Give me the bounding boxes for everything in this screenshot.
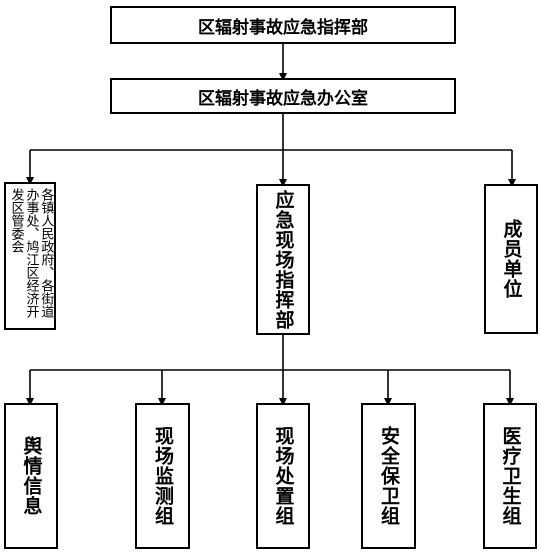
- group-label-1: 舆情信息: [20, 436, 43, 516]
- office-label: 区辐射事故应急办公室: [198, 88, 368, 109]
- command-label: 区辐射事故应急指挥部: [198, 17, 368, 38]
- group-label-5: 医疗卫生组: [499, 426, 522, 526]
- group-label-3: 现场处置组: [272, 426, 295, 526]
- command-box: 区辐射事故应急指挥部: [110, 6, 456, 44]
- local-government-box: 各镇人民政府、各街道办事处、鸠江区经济开发区管委会: [4, 182, 56, 330]
- group-box-1: 舆情信息: [4, 403, 58, 549]
- group-box-5: 医疗卫生组: [483, 403, 537, 549]
- group-box-2: 现场监测组: [135, 403, 190, 549]
- field-command-label: 应急现场指挥部: [272, 189, 295, 330]
- group-label-2: 现场监测组: [152, 426, 174, 526]
- field-command-box: 应急现场指挥部: [256, 184, 310, 335]
- group-box-3: 现场处置组: [256, 403, 310, 549]
- group-label-4: 安全保卫组: [378, 426, 400, 526]
- office-box: 区辐射事故应急办公室: [110, 78, 456, 114]
- local-government-label: 各镇人民政府、各街道办事处、鸠江区经济开发区管委会: [8, 188, 54, 318]
- member-units-label: 成员单位: [500, 219, 523, 299]
- group-box-4: 安全保卫组: [361, 403, 416, 549]
- member-units-box: 成员单位: [484, 184, 538, 334]
